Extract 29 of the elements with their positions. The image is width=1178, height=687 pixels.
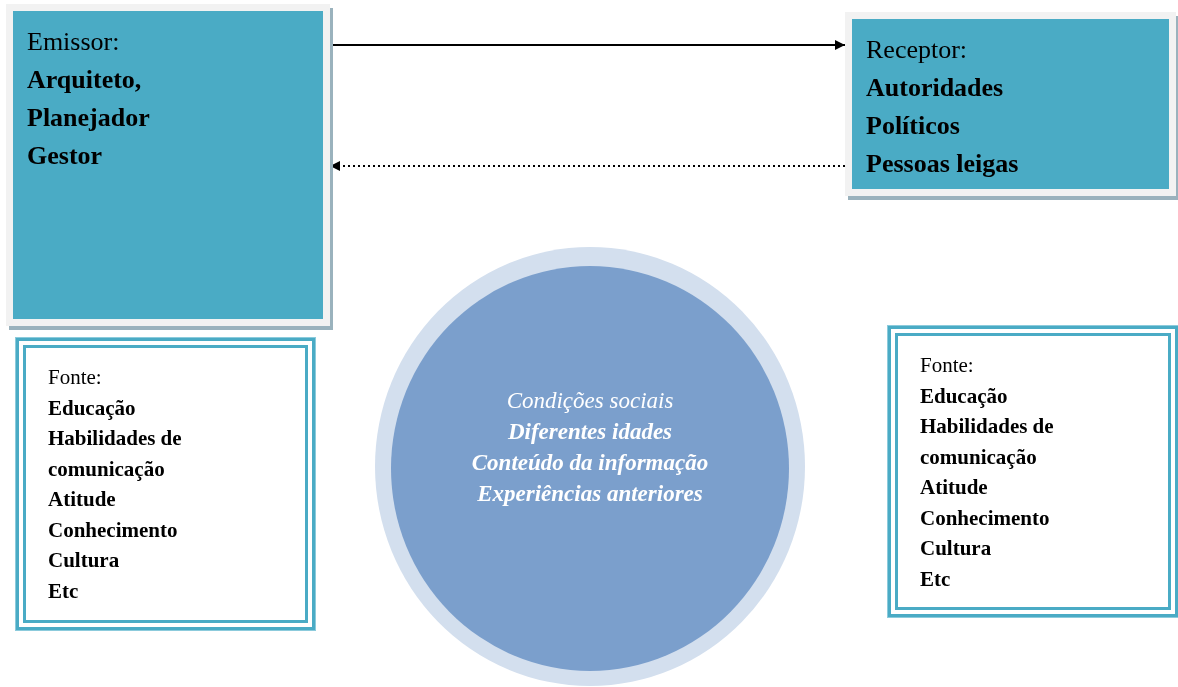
node-heading: Receptor: [866,34,968,66]
node-heading: Fonte: [920,352,974,379]
list-item: Cultura [48,547,120,574]
list-item: Arquiteto, [27,64,142,96]
list-item: Diferentes idades [507,417,673,446]
list-item: Etc [48,577,79,605]
node-heading: Emissor: [27,26,120,58]
node-heading: Fonte: [48,364,102,391]
list-item: Educação [48,394,136,422]
node-heading: Condições sociais [506,386,674,415]
list-item: Cultura [920,535,992,562]
list-item: Autoridades [866,72,1004,104]
list-item: Conhecimento [920,504,1050,532]
list-item: Gestor [27,140,103,172]
list-item: Habilidades de comunicação [920,413,1055,471]
list-item: Planejador [27,102,150,134]
source-box [16,338,315,630]
list-item: Pessoas leigas [866,148,1019,180]
list-item: Experiências anteriores [477,479,703,508]
context-circle [374,246,806,687]
list-item: Conhecimento [48,516,178,544]
list-item: Atitude [48,486,116,513]
list-item: Atitude [920,474,988,501]
list-item: Conteúdo da informação [471,448,709,477]
list-item: Educação [920,382,1008,410]
list-item: Habilidades de comunicação [48,425,183,483]
list-item: Políticos [866,110,960,142]
source-box [888,326,1178,617]
list-item: Etc [920,565,951,593]
